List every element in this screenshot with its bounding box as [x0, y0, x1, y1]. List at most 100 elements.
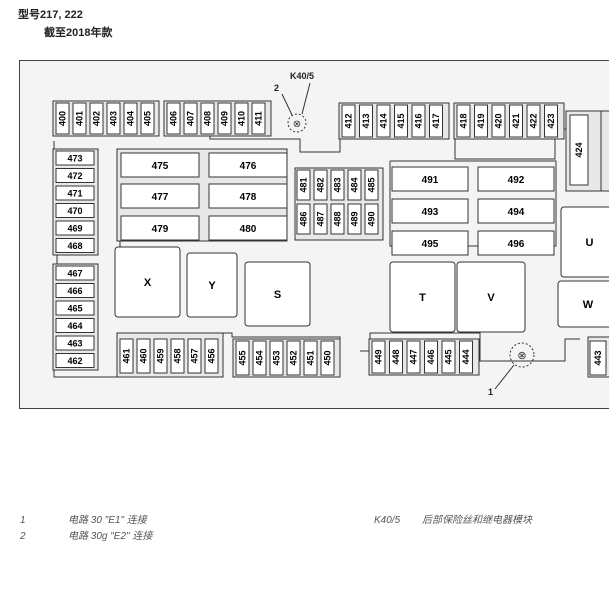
fuse-483: 483 — [330, 169, 345, 201]
legend-text: 电路 30 "E1" 连接 — [68, 515, 147, 526]
svg-text:479: 479 — [152, 224, 169, 235]
fuse-401: 401 — [72, 102, 87, 135]
fuse-460: 460 — [136, 338, 151, 374]
svg-text:446: 446 — [426, 349, 436, 364]
fuse-block-right-edge — [600, 110, 609, 192]
label-callout-2: 2 — [274, 83, 280, 93]
svg-text:411: 411 — [254, 111, 264, 126]
svg-text:451: 451 — [306, 350, 316, 365]
svg-text:463: 463 — [67, 339, 82, 349]
svg-text:418: 418 — [459, 113, 469, 128]
svg-text:468: 468 — [67, 241, 82, 251]
fuse-421: 421 — [509, 104, 523, 138]
relay-492: 492 — [477, 166, 555, 192]
svg-text:445: 445 — [444, 349, 454, 364]
fuse-418: 418 — [456, 104, 471, 138]
fuse-454: 454 — [252, 340, 267, 376]
svg-text:449: 449 — [374, 349, 384, 364]
fuse-487: 487 — [313, 203, 328, 235]
svg-text:465: 465 — [67, 304, 82, 314]
svg-text:481: 481 — [299, 177, 309, 192]
svg-text:444: 444 — [461, 349, 471, 364]
svg-text:417: 417 — [431, 113, 441, 128]
fuse-459: 459 — [153, 338, 168, 374]
fuse-451: 451 — [303, 340, 318, 376]
fuse-422: 422 — [526, 104, 541, 138]
svg-text:469: 469 — [67, 224, 82, 234]
svg-text:471: 471 — [67, 189, 82, 199]
svg-text:477: 477 — [152, 192, 169, 203]
svg-text:S: S — [274, 289, 281, 301]
svg-text:464: 464 — [67, 321, 82, 331]
fuse-402: 402 — [89, 102, 104, 135]
svg-text:404: 404 — [126, 111, 136, 126]
svg-text:488: 488 — [333, 211, 343, 226]
k40-leader — [301, 82, 311, 115]
svg-text:⊗: ⊗ — [293, 119, 301, 130]
svg-text:490: 490 — [367, 211, 377, 226]
label-k40-5: K40/5 — [290, 71, 315, 81]
fuse-464: 464 — [55, 318, 95, 333]
fuse-412: 412 — [341, 104, 356, 138]
fuse-447: 447 — [406, 340, 421, 374]
svg-text:486: 486 — [299, 211, 309, 226]
fuse-472: 472 — [55, 168, 95, 183]
fuse-465: 465 — [55, 300, 95, 316]
fuse-416: 416 — [411, 104, 426, 138]
svg-text:409: 409 — [220, 111, 230, 126]
svg-text:495: 495 — [422, 239, 439, 250]
fuse-461: 461 — [119, 338, 134, 374]
svg-text:410: 410 — [237, 111, 247, 126]
fuse-445: 445 — [441, 340, 456, 374]
fuse-471: 471 — [55, 185, 95, 201]
fuse-457: 457 — [187, 338, 202, 374]
module-u: U — [560, 206, 609, 278]
svg-text:478: 478 — [240, 192, 257, 203]
svg-text:466: 466 — [67, 286, 82, 296]
fuse-411: 411 — [251, 102, 266, 135]
legend-text: 电路 30g "E2" 连接 — [68, 531, 153, 542]
svg-text:470: 470 — [67, 206, 82, 216]
module-y: Y — [186, 252, 238, 318]
relay-475: 475 — [120, 152, 200, 178]
svg-text:V: V — [487, 292, 495, 304]
legend-item-k40: K40/5 后部保险丝和继电器模块 — [374, 511, 532, 526]
fuse-420: 420 — [491, 104, 506, 138]
svg-text:476: 476 — [240, 161, 257, 172]
fuse-468: 468 — [55, 238, 95, 253]
module-v: V — [456, 261, 526, 333]
model-year: 截至2018年款 — [44, 27, 113, 39]
svg-text:423: 423 — [546, 113, 556, 128]
callout-1: ⊗ — [494, 342, 535, 390]
fuse-490: 490 — [364, 203, 379, 235]
fuse-block-left-a — [52, 148, 99, 256]
fuse-443: 443 — [589, 340, 607, 376]
relay-478: 478 — [208, 183, 288, 209]
svg-text:459: 459 — [156, 348, 166, 363]
fuse-467: 467 — [55, 265, 95, 281]
module-t: T — [389, 261, 456, 333]
fuse-415: 415 — [394, 104, 408, 138]
legend-key: K40/5 — [374, 515, 401, 526]
model-title: 型号217, 222 — [18, 9, 83, 21]
relay-496: 496 — [477, 230, 555, 256]
fuse-404: 404 — [123, 102, 138, 135]
svg-text:408: 408 — [203, 111, 213, 126]
fuse-424: 424 — [569, 114, 589, 186]
fuse-413: 413 — [359, 104, 373, 138]
svg-text:406: 406 — [169, 111, 179, 126]
svg-text:496: 496 — [508, 239, 525, 250]
relay-480: 480 — [208, 215, 288, 241]
svg-text:487: 487 — [316, 211, 326, 226]
svg-text:493: 493 — [422, 207, 439, 218]
relay-494: 494 — [477, 198, 555, 224]
legend-text: 后部保险丝和继电器模块 — [422, 515, 532, 526]
svg-text:491: 491 — [422, 175, 439, 186]
svg-text:475: 475 — [152, 161, 169, 172]
relay-491: 491 — [391, 166, 469, 192]
fuse-407: 407 — [183, 102, 198, 135]
fuse-405: 405 — [140, 102, 155, 135]
fuse-444: 444 — [459, 340, 473, 374]
svg-text:X: X — [144, 277, 152, 289]
